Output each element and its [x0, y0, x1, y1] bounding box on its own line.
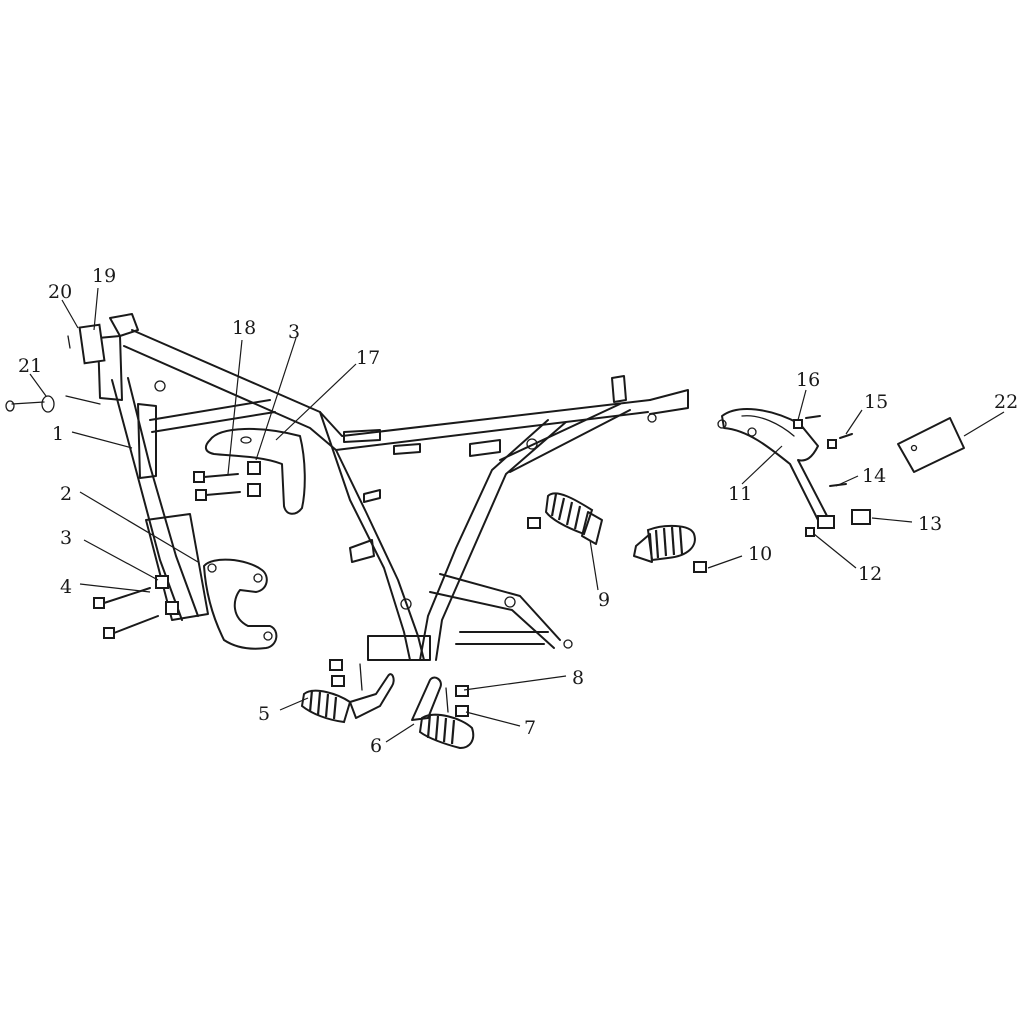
leader-lines [29, 287, 1005, 743]
callout-22: 22 [994, 391, 1018, 413]
callout-21: 21 [18, 355, 42, 377]
callout-15: 15 [864, 391, 888, 413]
callout-8: 8 [572, 667, 584, 689]
callout-3-lower: 3 [60, 527, 72, 549]
callout-16: 16 [796, 369, 820, 391]
callout-19: 19 [92, 265, 116, 287]
rear-footpeg-left [633, 524, 707, 573]
callout-1: 1 [52, 423, 64, 445]
callout-12: 12 [858, 563, 882, 585]
engine-hanger-bracket [204, 428, 306, 515]
main-frame [97, 313, 689, 661]
callout-5: 5 [258, 703, 270, 725]
mount-bolts [93, 575, 179, 639]
spring-clip [5, 395, 55, 413]
front-footpeg-left [300, 659, 395, 724]
rear-footpeg-right [527, 492, 603, 545]
callout-18: 18 [232, 317, 256, 339]
rear-plate [897, 417, 965, 473]
callout-17: 17 [356, 347, 380, 369]
vin-plate [78, 323, 106, 365]
callout-20: 20 [48, 281, 72, 303]
callout-11: 11 [728, 483, 752, 505]
side-stand-bracket [717, 408, 835, 529]
callout-4: 4 [60, 576, 72, 598]
callout-labels: 1 2 3 3 4 5 6 7 8 9 10 11 12 13 14 15 16… [18, 265, 1018, 757]
callout-13: 13 [918, 513, 942, 535]
callout-10: 10 [748, 543, 772, 565]
callout-2: 2 [60, 483, 72, 505]
callout-14: 14 [862, 465, 886, 487]
callout-6: 6 [370, 735, 382, 757]
long-bolts [193, 461, 261, 501]
callout-3-upper: 3 [288, 321, 300, 343]
engine-mount-plate [203, 558, 278, 650]
callout-9: 9 [598, 589, 610, 611]
front-footpeg-right [411, 676, 475, 750]
callout-7: 7 [524, 717, 536, 739]
